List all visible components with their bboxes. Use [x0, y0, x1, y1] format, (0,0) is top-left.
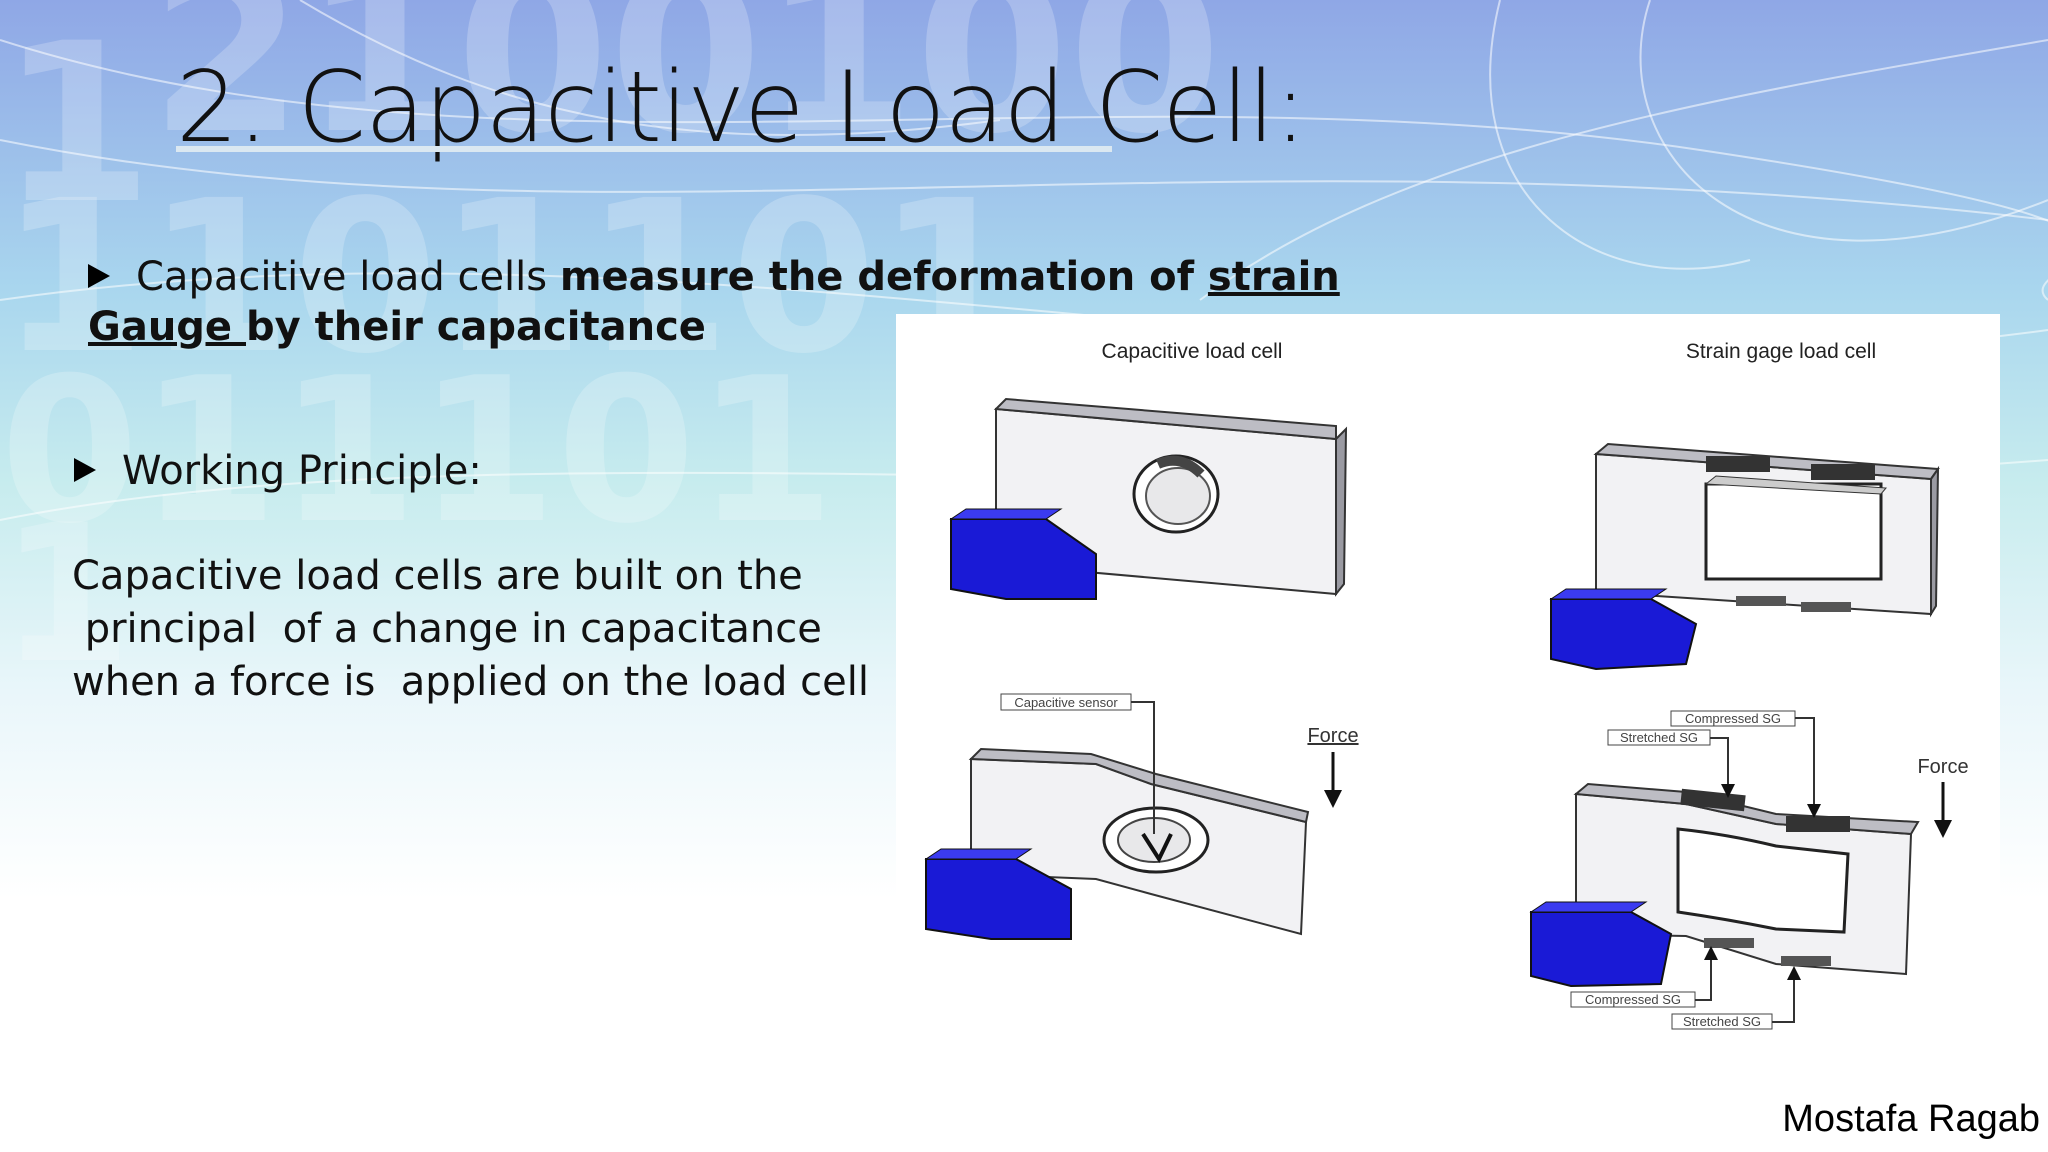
force-arrow-icon — [1324, 790, 1342, 808]
svg-text:1: 1 — [0, 484, 132, 705]
stretched-sg-top-label: Stretched SG — [1620, 730, 1698, 745]
svg-text:1101101: 1101101 — [0, 155, 1023, 400]
bullet2-label: Working Principle: — [122, 448, 482, 494]
title-underline — [176, 146, 1112, 152]
bullet1-underlined: strain Gauge — [88, 254, 1340, 350]
load-cell-figure: Capacitive load cell Strain gage load ce… — [896, 314, 2000, 1044]
bullet1-bold-end: by their capacitance — [246, 304, 706, 350]
svg-text:011101: 011101 — [0, 335, 835, 568]
stretched-sg-bottom-label: Stretched SG — [1683, 1014, 1761, 1029]
author-name: Mostafa Ragab — [1782, 1098, 2040, 1140]
triangle-bullet-icon — [74, 458, 96, 482]
strain-gage-cell-unloaded — [1549, 442, 1940, 671]
right-figure-title: Strain gage load cell — [1686, 340, 1876, 363]
force-label-left: Force — [1307, 725, 1358, 747]
compressed-sg-top-label: Compressed SG — [1685, 711, 1781, 726]
paragraph-line: when a force is applied on the load cell — [72, 659, 869, 705]
bullet1-plain: Capacitive load cells — [136, 254, 560, 300]
paragraph-line: Capacitive load cells are built on the — [72, 553, 803, 599]
capacitive-cell-loaded: Capacitive sensor Force — [924, 693, 1359, 940]
bullet-working-principle: Working Principle: — [74, 446, 482, 496]
capacitive-sensor-label: Capacitive sensor — [1014, 695, 1118, 710]
triangle-bullet-icon — [88, 264, 110, 288]
bullet1-bold: measure the deformation of — [559, 254, 1208, 300]
strain-gage-cell-loaded: Compressed SG Stretched SG Compressed SG… — [1529, 710, 1969, 1030]
svg-text:1: 1 — [0, 0, 153, 252]
force-arrow-icon — [1934, 820, 1952, 838]
paragraph-line: principal of a change in capacitance — [72, 606, 822, 652]
working-principle-paragraph: Capacitive load cells are built on the p… — [72, 550, 869, 709]
force-label-right: Force — [1917, 756, 1968, 778]
slide-title: 2. Capacitive Load Cell: — [176, 51, 1307, 165]
capacitive-cell-unloaded — [949, 397, 1348, 600]
left-figure-title: Capacitive load cell — [1102, 340, 1283, 363]
bullet-capacitive-measure: Capacitive load cells measure the deform… — [88, 252, 1468, 352]
load-cell-illustration: Capacitive load cell Strain gage load ce… — [924, 340, 1969, 1030]
compressed-sg-bottom-label: Compressed SG — [1585, 992, 1681, 1007]
